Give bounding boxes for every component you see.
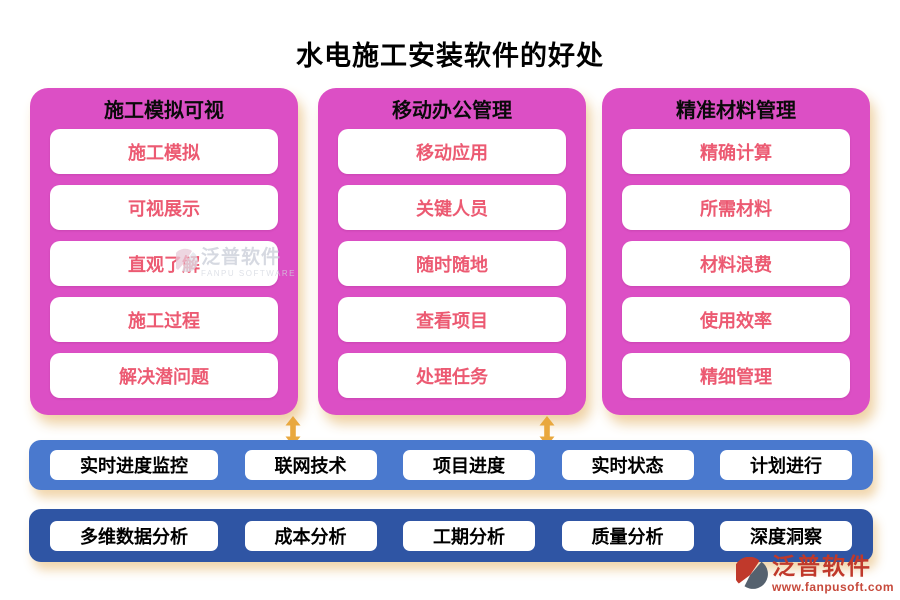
bar-item: 质量分析 xyxy=(561,520,694,551)
panel-header: 精准材料管理 xyxy=(676,100,796,122)
panel-item: 精确计算 xyxy=(622,129,850,174)
panel-item: 解决潜问题 xyxy=(50,353,278,398)
bar-item: 项目进度 xyxy=(403,450,535,480)
bar-item: 实时状态 xyxy=(561,450,694,480)
bar-item: 联网技术 xyxy=(244,450,377,480)
bar-item: 工期分析 xyxy=(403,520,535,551)
fanpu-logo: 泛普软件 www.fanpusoft.com xyxy=(735,553,894,594)
panel-item: 处理任务 xyxy=(338,353,566,398)
panel-item-list: 移动应用 关键人员 随时随地 查看项目 处理任务 xyxy=(338,129,566,398)
panel-item: 查看项目 xyxy=(338,297,566,342)
up-down-arrow-icon xyxy=(285,416,301,446)
fanpu-logo-icon xyxy=(735,557,768,589)
panel-item: 施工过程 xyxy=(50,297,278,342)
bar-item: 深度洞察 xyxy=(720,520,852,551)
panel-item: 使用效率 xyxy=(622,297,850,342)
panel-mobile-office: 移动办公管理 移动应用 关键人员 随时随地 查看项目 处理任务 xyxy=(318,88,586,415)
panel-item: 直观了解 xyxy=(50,241,278,286)
logo-name: 泛普软件 xyxy=(771,553,872,579)
panel-item: 移动应用 xyxy=(338,129,566,174)
bar-realtime-monitoring: 实时进度监控 联网技术 项目进度 实时状态 计划进行 xyxy=(29,440,873,490)
bar-item: 实时进度监控 xyxy=(50,450,218,480)
panel-item: 随时随地 xyxy=(338,241,566,286)
panel-item: 关键人员 xyxy=(338,185,566,230)
panel-item: 精细管理 xyxy=(622,353,850,398)
page-title: 水电施工安装软件的好处 xyxy=(296,41,604,71)
panel-header: 移动办公管理 xyxy=(392,100,512,122)
panel-item-list: 施工模拟 可视展示 直观了解 施工过程 解决潜问题 xyxy=(50,129,278,398)
panel-material-management: 精准材料管理 精确计算 所需材料 材料浪费 使用效率 精细管理 xyxy=(602,88,870,415)
bar-item: 成本分析 xyxy=(244,520,377,551)
up-down-arrow-icon xyxy=(539,416,555,446)
panel-item: 所需材料 xyxy=(622,185,850,230)
bar-item: 多维数据分析 xyxy=(50,520,218,551)
bar-data-analysis: 多维数据分析 成本分析 工期分析 质量分析 深度洞察 xyxy=(29,509,873,562)
panel-construction-simulation: 施工模拟可视 施工模拟 可视展示 直观了解 施工过程 解决潜问题 泛普软件 FA… xyxy=(30,88,298,415)
panel-item: 材料浪费 xyxy=(622,241,850,286)
bar-item: 计划进行 xyxy=(720,450,852,480)
logo-url: www.fanpusoft.com xyxy=(771,580,894,594)
panel-item: 可视展示 xyxy=(50,185,278,230)
panel-item-list: 精确计算 所需材料 材料浪费 使用效率 精细管理 xyxy=(622,129,850,398)
panel-item: 施工模拟 xyxy=(50,129,278,174)
panel-header: 施工模拟可视 xyxy=(104,100,224,122)
